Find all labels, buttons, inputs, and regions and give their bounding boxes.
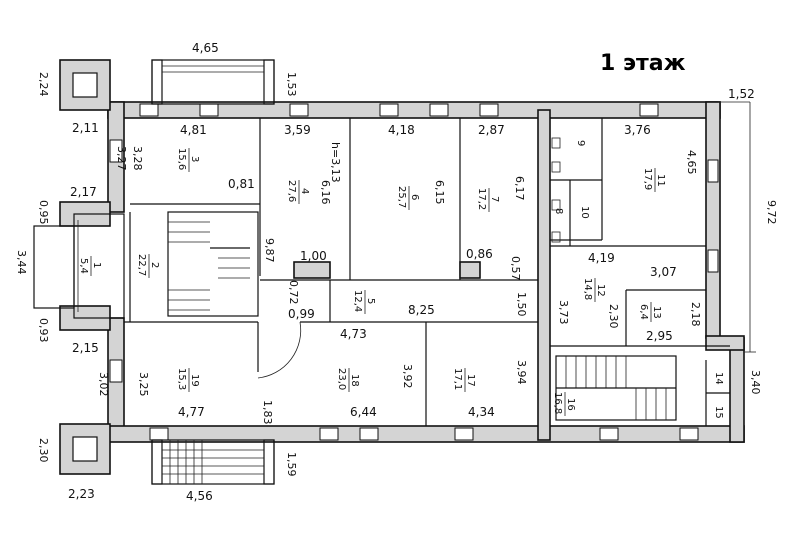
dim-label: 2,30: [607, 304, 620, 329]
room-number: 10: [579, 206, 590, 219]
dim-label: 4,77: [178, 405, 205, 419]
dim-label: 4,73: [340, 327, 367, 341]
room-number: 11: [655, 174, 666, 187]
dim-label: 2,30: [37, 438, 50, 463]
dim-label: 3,44: [15, 250, 28, 275]
dim-label: 4,18: [388, 123, 415, 137]
dim-label: 1,52: [728, 87, 755, 101]
room-area: 27,6: [286, 180, 297, 202]
dim-label: 8,25: [408, 303, 435, 317]
dim-label: 2,87: [478, 123, 505, 137]
dimension-labels-vertical: 1,53 2,24 3,27 3,28 h=3,13 6,16 6,15 6,1…: [15, 72, 778, 477]
dim-label: 3,02: [97, 372, 110, 397]
dim-label: 4,34: [468, 405, 495, 419]
room-area: 15,6: [176, 148, 187, 170]
room-number: 17: [465, 374, 476, 387]
room-number: 9: [575, 140, 586, 146]
room-number: 13: [651, 306, 662, 319]
room-number: 8: [553, 208, 564, 214]
dim-label: 2,15: [72, 341, 99, 355]
room-number: 2: [149, 262, 160, 268]
dimension-labels: 4,65 1,52 2,11 4,81 3,59 4,18 2,87 3,76 …: [68, 41, 755, 503]
dim-label: 2,18: [689, 302, 702, 327]
room-area: 15,3: [176, 368, 187, 390]
room-area: 16,8: [552, 392, 563, 414]
dim-label: 0,93: [37, 318, 50, 343]
staircase-right: [555, 355, 677, 421]
dim-label: 4,65: [192, 41, 219, 55]
room-number: 15: [713, 406, 724, 419]
entrance-porches: [151, 59, 275, 485]
room-number: 14: [713, 372, 724, 385]
dim-label: 0,99: [288, 307, 315, 321]
room-area: 6,4: [638, 304, 649, 320]
dim-label: 9,87: [263, 238, 276, 263]
dim-label: 1,00: [300, 249, 327, 263]
dim-label: 9,72: [765, 200, 778, 225]
dim-label: 0,81: [228, 177, 255, 191]
dim-label: 3,25: [137, 372, 150, 397]
room-number: 6: [409, 194, 420, 200]
dim-label: 3,59: [284, 123, 311, 137]
staircase-left: [167, 211, 259, 317]
dim-label: 2,17: [70, 185, 97, 199]
room-number: 3: [189, 156, 200, 162]
fixtures: [293, 137, 561, 279]
room-number: 7: [489, 196, 500, 202]
dim-label: 6,44: [350, 405, 377, 419]
dim-label: 6,17: [513, 176, 526, 201]
dim-label: 4,65: [685, 150, 698, 175]
room-area: 17,1: [452, 368, 463, 390]
dim-label: 6,16: [319, 180, 332, 205]
dim-label: h=3,13: [329, 142, 342, 183]
dim-label: 4,81: [180, 123, 207, 137]
outer-walls: [107, 101, 745, 443]
room-area: 17,9: [642, 168, 653, 190]
room-area: 12,4: [352, 290, 363, 312]
dim-label: 3,73: [557, 300, 570, 325]
dim-label: 4,19: [588, 251, 615, 265]
dim-label: 1,59: [285, 452, 298, 477]
dim-label: 2,23: [68, 487, 95, 501]
room-number: 19: [189, 374, 200, 387]
dim-label: 2,24: [37, 72, 50, 97]
dim-label: 3,28: [131, 146, 144, 171]
dim-label: 0,95: [37, 200, 50, 225]
dim-label: 1,50: [515, 292, 528, 317]
corner-pillars: [59, 59, 111, 475]
dim-label: 2,95: [646, 329, 673, 343]
dim-label: 3,92: [401, 364, 414, 389]
interior-walls: [124, 109, 730, 441]
dim-label: 3,27: [115, 146, 128, 171]
room-area: 25,7: [396, 186, 407, 208]
room-number: 1: [91, 262, 102, 268]
room-number: 5: [365, 298, 376, 304]
dim-label: 3,94: [515, 360, 528, 385]
room-area: 23,0: [336, 368, 347, 390]
dim-label: 2,11: [72, 121, 99, 135]
dim-label: 0,86: [466, 247, 493, 261]
dim-label: 6,15: [433, 180, 446, 205]
room-area: 22,7: [136, 254, 147, 276]
dim-label: 0,57: [509, 256, 522, 281]
dim-label: 1,53: [285, 72, 298, 97]
room-number: 16: [565, 398, 576, 411]
dim-label: 0,72: [287, 280, 300, 305]
room-labels: 1 5,4 2 22,7 3 15,6 4 27,6 5 12,4: [78, 140, 724, 419]
dim-label: 3,40: [749, 370, 762, 395]
dim-label: 1,83: [261, 400, 274, 425]
room-number: 18: [349, 374, 360, 387]
floor-title: 1 этаж: [600, 51, 686, 76]
room-area: 14,8: [582, 278, 593, 300]
dim-label: 3,76: [624, 123, 651, 137]
dim-label: 3,07: [650, 265, 677, 279]
room-number: 12: [595, 284, 606, 297]
dim-label: 4,56: [186, 489, 213, 503]
room-area: 5,4: [78, 258, 89, 274]
room-number: 4: [299, 188, 310, 194]
room-area: 17,2: [476, 188, 487, 210]
vestibule: [33, 213, 125, 319]
